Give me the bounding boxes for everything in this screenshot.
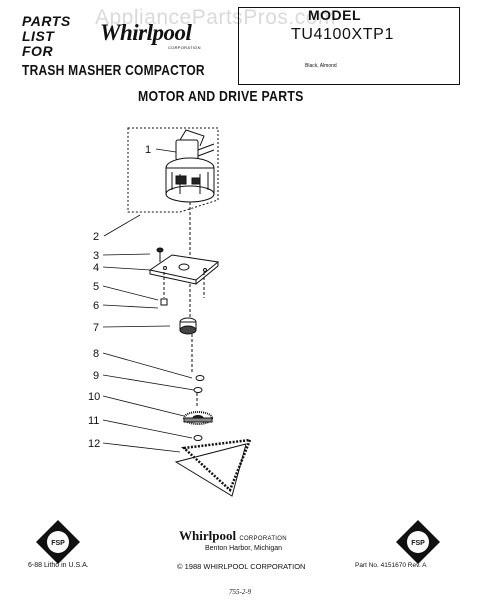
callout-number: 6: [93, 300, 99, 312]
callout-number: 7: [93, 322, 99, 334]
parts-list-line: PARTS: [22, 13, 71, 29]
washer-part: [195, 375, 205, 381]
fsp-logo-left: FSP: [36, 520, 80, 564]
fsp-label: FSP: [411, 540, 425, 547]
whirlpool-logo-sub: CORPORATION: [168, 45, 201, 50]
parts-list-line: LIST: [22, 28, 55, 44]
callout-number: 4: [93, 262, 99, 274]
parts-list-heading: PARTS LIST FOR: [22, 14, 92, 59]
motor-part: [165, 129, 215, 260]
drive-chain-part: [174, 438, 252, 497]
model-color: Black, Almond: [305, 63, 337, 69]
motor-group-outline: [127, 127, 219, 213]
screw-part: [156, 247, 164, 262]
fsp-logo-right: FSP: [396, 520, 440, 564]
fsp-label: FSP: [51, 540, 65, 547]
model-number: TU4100XTP1: [291, 26, 394, 43]
footer-brand-name: Whirlpool: [179, 528, 237, 543]
ring-part: [193, 387, 203, 393]
parts-list-line: FOR: [22, 43, 54, 59]
section-title: MOTOR AND DRIVE PARTS: [138, 88, 304, 105]
sprocket-nut-part: [193, 435, 203, 441]
callout-number: 8: [93, 348, 99, 360]
callout-number: 10: [88, 391, 100, 403]
footer-brand: Whirlpool CORPORATION: [179, 528, 287, 544]
footer-part-number: Part No. 4151670 Rev. A: [355, 562, 427, 569]
footer-city: Benton Harbor, Michigan: [205, 545, 283, 552]
model-box: [238, 7, 460, 85]
product-title: TRASH MASHER COMPACTOR: [22, 62, 205, 79]
watermark: AppliancePartsPros.com: [95, 6, 336, 29]
callout-number: 1: [145, 144, 151, 156]
sprocket-part: [183, 411, 213, 425]
footer-copyright: © 1988 WHIRLPOOL CORPORATION: [177, 562, 306, 571]
callout-number: 2: [93, 231, 99, 243]
coupler-part: [179, 317, 197, 335]
footer-litho: 6-88 Litho in U.S.A.: [28, 562, 89, 569]
model-label: MODEL: [308, 7, 362, 23]
whirlpool-logo: Whirlpool: [100, 20, 192, 45]
mounting-plate-part: [148, 254, 220, 285]
callout-number: 12: [88, 438, 100, 450]
callout-number: 3: [93, 250, 99, 262]
nut-part: [160, 298, 168, 306]
handwritten-note: 755-2-9: [229, 588, 252, 596]
callout-number: 9: [93, 370, 99, 382]
footer-brand-corp: CORPORATION: [239, 536, 287, 542]
leader-lines: [102, 148, 195, 453]
callout-number: 11: [88, 415, 99, 427]
callout-number: 5: [93, 281, 99, 293]
